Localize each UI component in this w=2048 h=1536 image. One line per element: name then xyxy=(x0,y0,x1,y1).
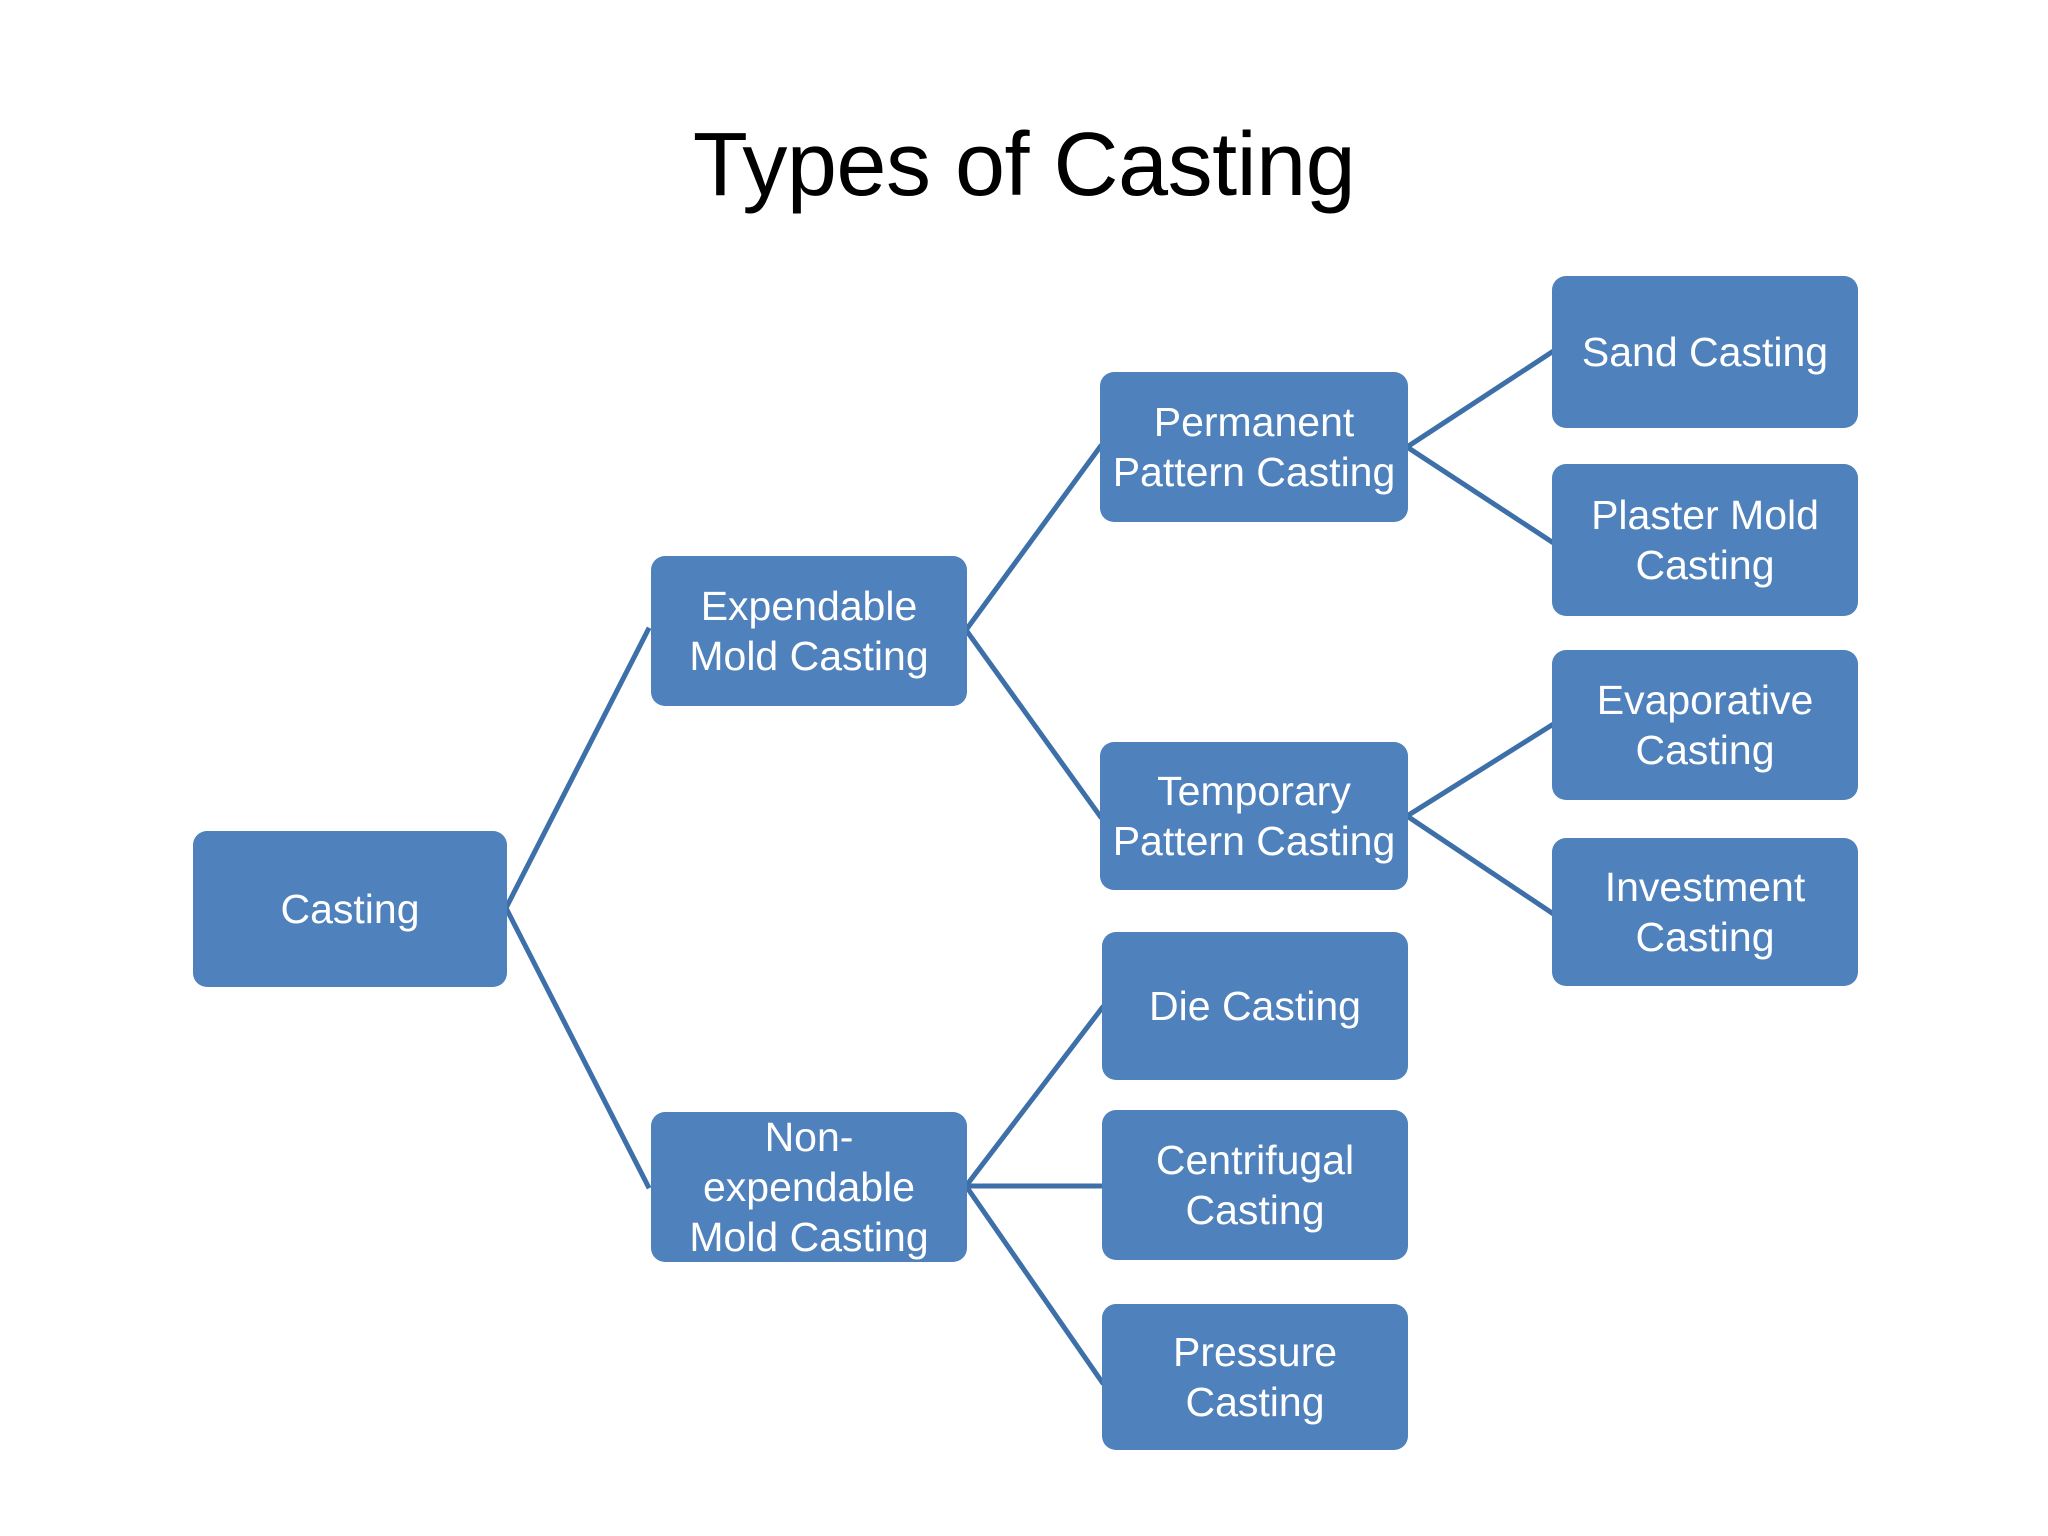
node-non-expendable-mold-casting-label: Non-expendable Mold Casting xyxy=(689,1113,929,1261)
node-evaporative-casting-label: Evaporative Casting xyxy=(1596,676,1814,773)
node-expendable-mold-casting[interactable]: Expendable Mold Casting xyxy=(651,556,967,706)
node-plaster-mold-casting-label: Plaster Mold Casting xyxy=(1591,491,1819,588)
node-die-casting[interactable]: Die Casting xyxy=(1102,932,1408,1080)
connector-root-to-expendable xyxy=(502,626,652,912)
connector-temporary-to-evaporative xyxy=(1403,721,1556,820)
connector-temporary-to-investment xyxy=(1403,812,1556,917)
node-sand-casting[interactable]: Sand Casting xyxy=(1552,276,1858,428)
node-casting[interactable]: Casting xyxy=(193,831,507,987)
connector-expendable-to-temporary xyxy=(962,626,1104,820)
page-title: Types of Casting xyxy=(692,115,1356,215)
node-centrifugal-casting-label: Centrifugal Casting xyxy=(1155,1136,1355,1233)
node-permanent-pattern-casting-label: Permanent Pattern Casting xyxy=(1112,398,1396,495)
node-expendable-mold-casting-label: Expendable Mold Casting xyxy=(689,582,929,679)
connector-expendable-to-permanent xyxy=(962,443,1104,634)
connector-nonexpendable-to-die xyxy=(962,1004,1106,1190)
connector-root-to-non-expendable xyxy=(502,904,652,1190)
node-temporary-pattern-casting[interactable]: Temporary Pattern Casting xyxy=(1100,742,1408,890)
node-plaster-mold-casting[interactable]: Plaster Mold Casting xyxy=(1552,464,1858,616)
node-die-casting-label: Die Casting xyxy=(1149,982,1361,1029)
node-investment-casting-label: Investment Casting xyxy=(1604,863,1806,960)
connector-nonexpendable-to-pressure xyxy=(962,1182,1106,1386)
node-temporary-pattern-casting-label: Temporary Pattern Casting xyxy=(1112,767,1396,864)
node-non-expendable-mold-casting[interactable]: Non-expendable Mold Casting xyxy=(651,1112,967,1262)
node-sand-casting-label: Sand Casting xyxy=(1581,328,1829,375)
node-evaporative-casting[interactable]: Evaporative Casting xyxy=(1552,650,1858,800)
node-centrifugal-casting[interactable]: Centrifugal Casting xyxy=(1102,1110,1408,1260)
node-pressure-casting-label: Pressure Casting xyxy=(1172,1328,1338,1425)
node-investment-casting[interactable]: Investment Casting xyxy=(1552,838,1858,986)
node-permanent-pattern-casting[interactable]: Permanent Pattern Casting xyxy=(1100,372,1408,522)
node-pressure-casting[interactable]: Pressure Casting xyxy=(1102,1304,1408,1450)
connector-permanent-to-plaster xyxy=(1403,443,1556,546)
connector-permanent-to-sand xyxy=(1403,348,1556,451)
node-casting-label: Casting xyxy=(280,885,420,932)
